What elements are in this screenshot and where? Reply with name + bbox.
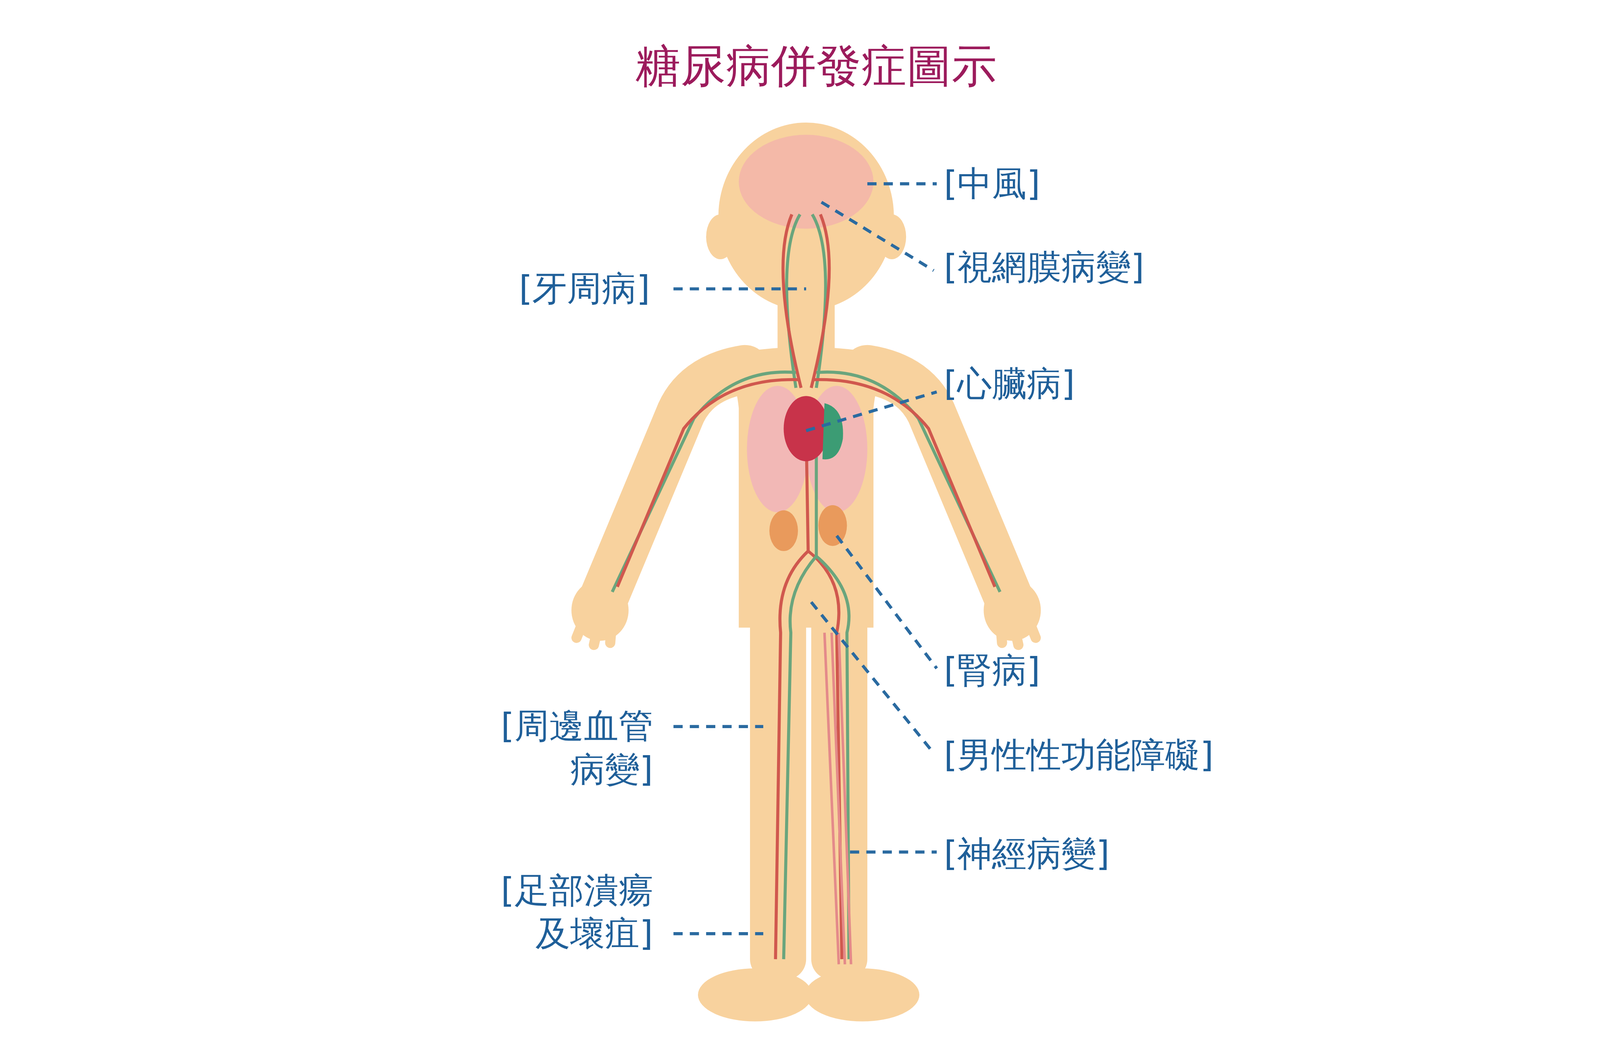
diagram-title: 糖尿病併發症圖示 (635, 35, 997, 97)
complication-label: [神經病變] (943, 832, 1110, 876)
complication-label: [腎病] (943, 648, 1041, 693)
complication-label: [周邊血管 病變] (458, 704, 654, 792)
complication-label: [牙周病] (518, 266, 650, 311)
complication-label: [中風] (943, 162, 1041, 206)
complication-label: [視網膜病變] (943, 245, 1145, 290)
complication-label: [足部潰瘍 及壞疽] (458, 868, 654, 956)
complication-label: [男性性功能障礙] (943, 733, 1214, 778)
complication-label: [心臟病] (943, 362, 1075, 406)
